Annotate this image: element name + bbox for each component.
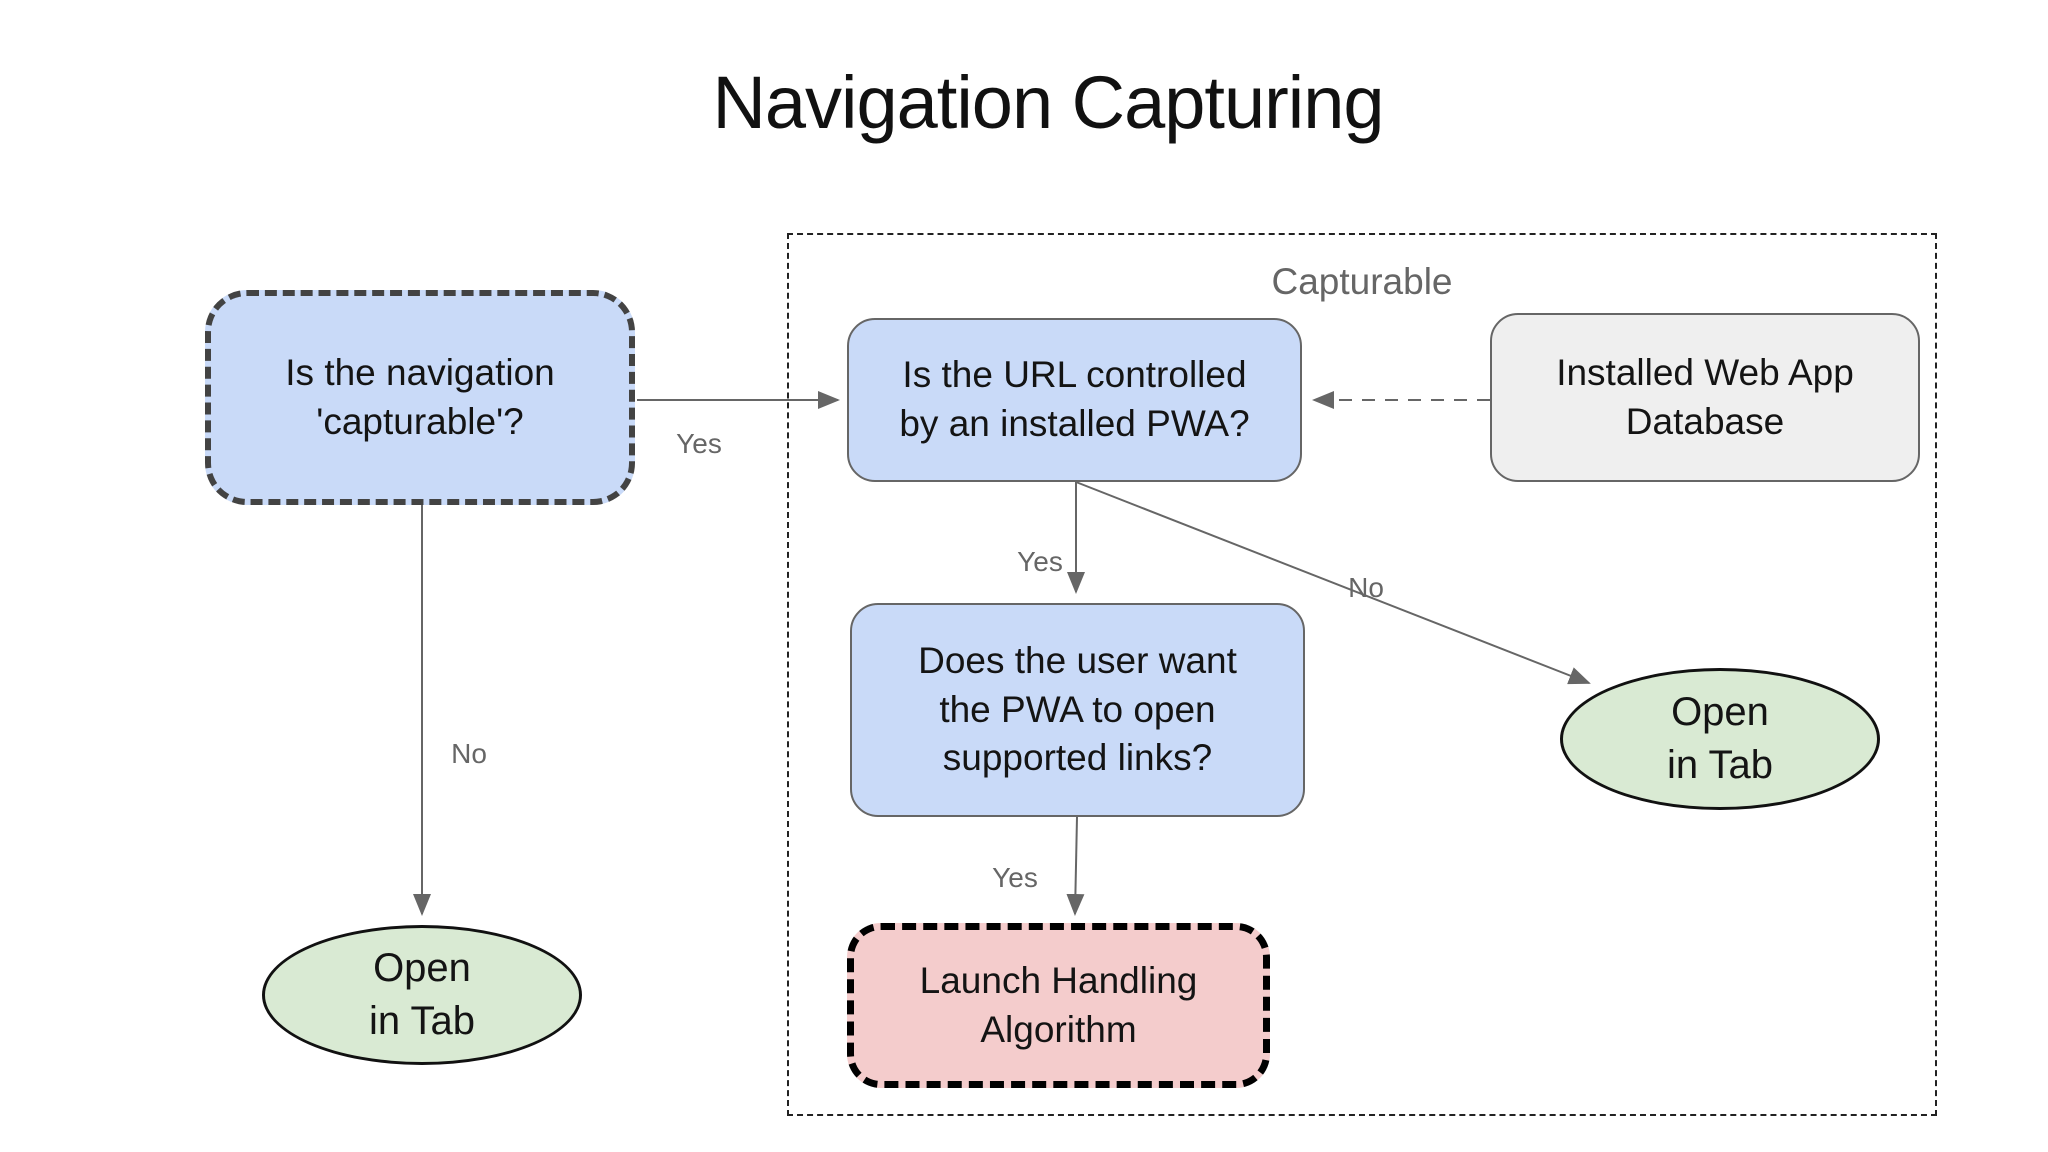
terminal-open-in-tab-right: Open in Tab [1560, 668, 1880, 810]
terminal-open-in-tab-left: Open in Tab [262, 925, 582, 1065]
node-launch-handling-algorithm: Launch Handling Algorithm [847, 923, 1270, 1088]
edge-label-capturable-yes: Yes [676, 428, 722, 459]
diagram-title: Navigation Capturing [712, 61, 1384, 144]
node-installed-web-app-database-text: Installed Web App Database [1556, 351, 1854, 442]
terminal-open-in-tab-right-text: Open in Tab [1666, 690, 1773, 787]
node-is-url-controlled-text: Is the URL controlled by an installed PW… [899, 354, 1250, 444]
edge-label-capturable-no: No [451, 738, 487, 769]
node-is-navigation-capturable: Is the navigation 'capturable'? [205, 290, 635, 505]
node-does-user-want-supported-links: Does the user want the PWA to open suppo… [850, 603, 1305, 817]
capturable-group: Capturable [787, 233, 1937, 1116]
edge-label-url-controlled-yes: Yes [1017, 546, 1063, 577]
node-is-navigation-capturable-text: Is the navigation 'capturable'? [285, 351, 555, 442]
edge-label-user-want-yes: Yes [992, 862, 1038, 893]
node-installed-web-app-database: Installed Web App Database [1490, 313, 1920, 482]
node-does-user-want-supported-links-text: Does the user want the PWA to open suppo… [918, 639, 1237, 779]
capturable-group-label: Capturable [1271, 261, 1453, 302]
node-is-url-controlled: Is the URL controlled by an installed PW… [847, 318, 1302, 482]
node-launch-handling-algorithm-text: Launch Handling Algorithm [919, 959, 1198, 1050]
edge-label-url-controlled-no: No [1348, 572, 1384, 603]
terminal-open-in-tab-left-text: Open in Tab [368, 946, 475, 1043]
